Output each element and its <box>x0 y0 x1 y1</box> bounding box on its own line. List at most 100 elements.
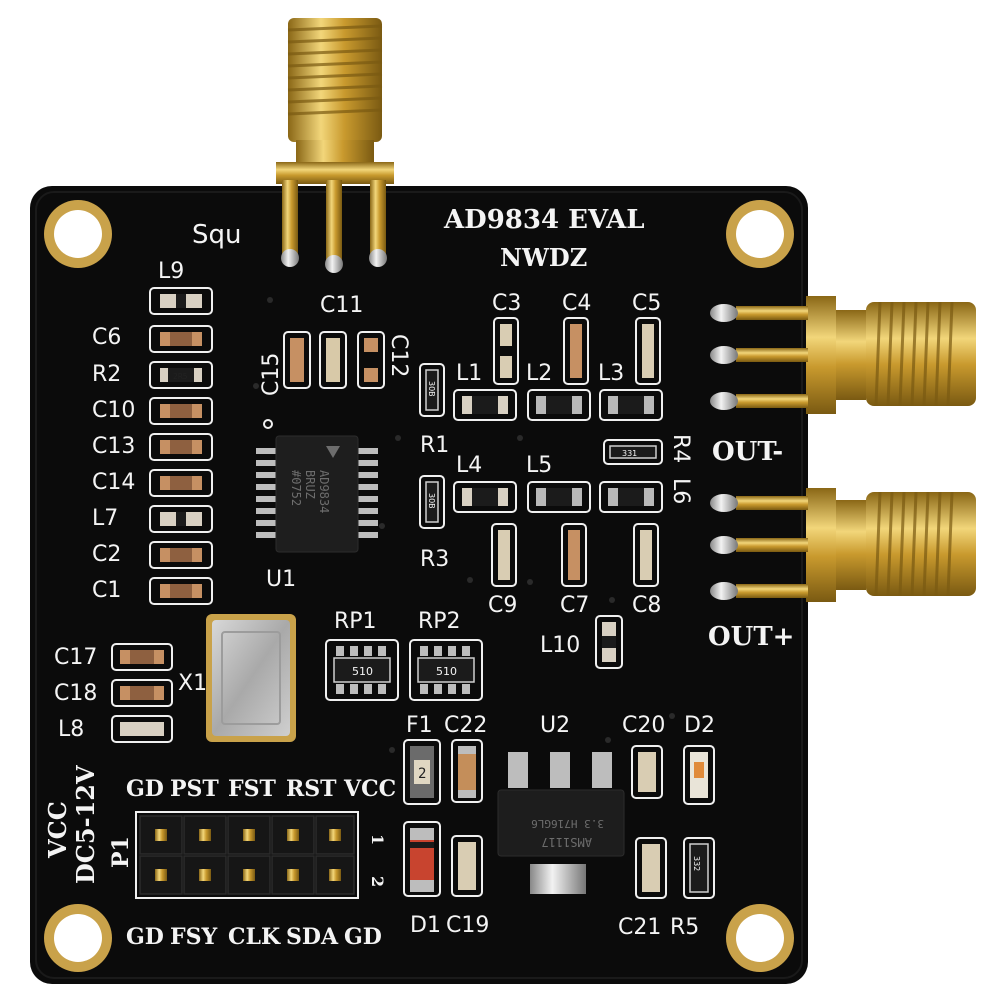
label-c5: C5 <box>632 291 661 316</box>
label-c21: C21 <box>618 915 661 940</box>
label-l10: L10 <box>540 633 580 658</box>
label-c15: C15 <box>259 353 284 396</box>
label-d1: D1 <box>410 913 441 938</box>
sma-connector-out-plus <box>710 488 976 602</box>
u1-marking-2: BRUZ <box>303 470 317 499</box>
inductors-l4-l6 <box>453 481 663 513</box>
power-label-dc: DC5-12V <box>71 765 100 884</box>
header-label-p1: P1 <box>108 836 134 868</box>
label-left-3: C10 <box>92 398 135 423</box>
label-f1: F1 <box>406 713 433 738</box>
pcb-board <box>30 186 808 984</box>
label-u1: U1 <box>266 567 296 592</box>
label-c9: C9 <box>488 593 517 618</box>
capacitor-c19 <box>451 835 483 897</box>
led-d2 <box>683 745 715 805</box>
mounting-hole <box>44 904 112 972</box>
f1-code: 2 <box>418 766 426 782</box>
label-l1: L1 <box>456 361 482 386</box>
u1-marking-3: #0752 <box>289 470 303 506</box>
label-left-2: R2 <box>92 362 121 387</box>
label-c18: C18 <box>54 681 97 706</box>
u2-marking-2: 3.3 H716GL6 <box>531 817 604 830</box>
capacitor-c20 <box>631 745 663 799</box>
u1-marking-1: AD9834 <box>317 470 331 513</box>
capacitors-c3-c5 <box>493 317 661 385</box>
header-row-2: 2 <box>368 876 387 887</box>
out-minus-label: OUT- <box>712 437 783 467</box>
connector-top-label: Squ <box>192 220 242 250</box>
label-r1: R1 <box>420 433 449 458</box>
label-c22: C22 <box>444 713 487 738</box>
label-r4: R4 <box>668 434 693 463</box>
header-top-pin-0: GD <box>126 776 164 802</box>
label-c11: C11 <box>320 293 363 318</box>
rp1-code: 510 <box>352 665 373 678</box>
inductors-l1-l3 <box>453 389 663 421</box>
left-component-column: 2R5 <box>149 287 213 605</box>
label-c20: C20 <box>622 713 665 738</box>
inductor-l10 <box>595 615 623 669</box>
label-left-5: C14 <box>92 470 135 495</box>
capacitor-group-c11 <box>283 331 385 389</box>
out-plus-label: OUT+ <box>708 622 794 652</box>
r1-code: 30B <box>427 381 436 397</box>
rp2-code: 510 <box>436 665 457 678</box>
label-left-1: C6 <box>92 325 121 350</box>
label-c8: C8 <box>632 593 661 618</box>
header-top-pin-1: PST <box>170 776 219 802</box>
board-title: AD9834 EVAL <box>443 205 645 235</box>
label-l5: L5 <box>526 453 552 478</box>
sma-connector-out-minus <box>710 296 976 414</box>
mounting-hole <box>44 200 112 268</box>
crystal-x1 <box>206 614 296 742</box>
header-bottom-pin-3: SDA <box>286 924 339 950</box>
label-c19: C19 <box>446 913 489 938</box>
mounting-hole <box>726 904 794 972</box>
regulator-u2: AMS1117 3.3 H716GL6 <box>497 752 625 894</box>
r3-code: 30B <box>427 493 436 509</box>
label-c12: C12 <box>386 334 411 377</box>
capacitors-c7-c9 <box>491 523 659 587</box>
label-r5: R5 <box>670 915 699 940</box>
label-left-6: L7 <box>92 506 118 531</box>
label-u2: U2 <box>540 713 570 738</box>
label-c3: C3 <box>492 291 521 316</box>
label-l2: L2 <box>526 361 552 386</box>
capacitor-c22 <box>451 739 483 803</box>
r5-code: 332 <box>692 856 701 871</box>
header-top-pin-4: VCC <box>343 776 396 802</box>
header-bottom-pin-1: FSY <box>170 924 218 950</box>
label-left-0: L9 <box>158 259 184 284</box>
r4-code: 331 <box>622 449 637 458</box>
sma-connector-top <box>276 18 394 273</box>
header-bottom-pin-2: CLK <box>228 924 281 950</box>
power-label-vcc: VCC <box>43 801 72 859</box>
chip-u1: AD9834 BRUZ #0752 <box>256 419 378 553</box>
header-top-pin-3: RST <box>286 776 337 802</box>
capacitor-c21 <box>635 837 667 899</box>
label-rp1: RP1 <box>334 609 377 634</box>
resistor-r5: 332 <box>683 837 715 899</box>
label-l4: L4 <box>456 453 482 478</box>
label-x1: X1 <box>178 671 207 696</box>
header-row-1: 1 <box>368 834 387 845</box>
header-top-pin-2: FST <box>228 776 277 802</box>
label-r3: R3 <box>420 547 449 572</box>
label-left-7: C2 <box>92 542 121 567</box>
diode-d1 <box>403 821 441 897</box>
resistor-r3: 30B <box>419 475 445 529</box>
resistor-pack-rp1: 510 <box>325 639 399 701</box>
label-c17: C17 <box>54 645 97 670</box>
label-c4: C4 <box>562 291 591 316</box>
vias <box>253 297 675 753</box>
label-l3: L3 <box>598 361 624 386</box>
capacitors-c17-c18-l8 <box>111 643 173 743</box>
u2-marking-1: AMS1117 <box>541 835 592 849</box>
label-rp2: RP2 <box>418 609 461 634</box>
r2-code: 2R5 <box>173 372 188 381</box>
label-left-8: C1 <box>92 578 121 603</box>
label-l6: L6 <box>668 478 693 504</box>
label-d2: D2 <box>684 713 715 738</box>
